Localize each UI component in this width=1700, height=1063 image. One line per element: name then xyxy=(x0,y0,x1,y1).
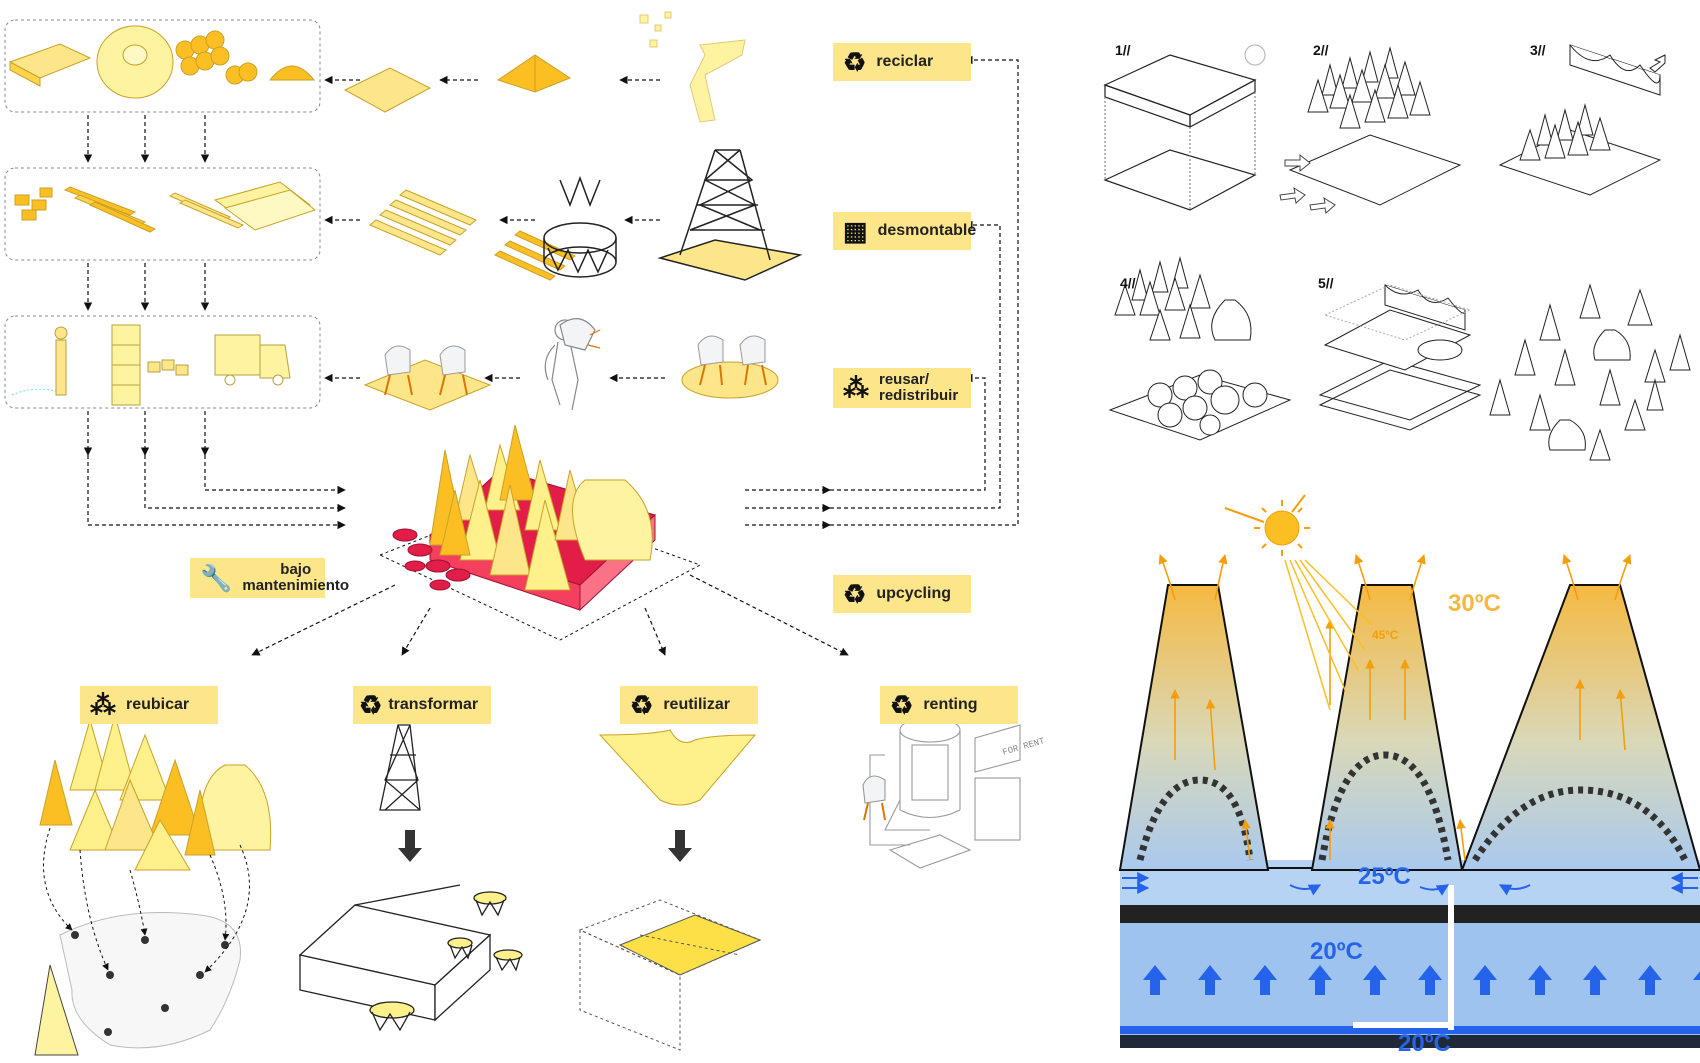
flow-arrows-distribution xyxy=(251,574,849,656)
step-number-5: 5// xyxy=(1318,275,1334,291)
tag-reusar: ⁂ reusar/ redistribuir xyxy=(833,368,971,408)
shredded-cone-illustration xyxy=(639,11,746,123)
recycle-icon: ♻ xyxy=(890,690,914,720)
logistics-row3 xyxy=(11,324,291,406)
thermal-section xyxy=(1118,494,1700,1048)
step5-drawing xyxy=(1318,284,1482,431)
down-arrow-reuse xyxy=(668,830,692,862)
chairs-circle-illustration xyxy=(681,335,779,399)
recycle-icon: ♻ xyxy=(843,47,867,77)
chairs-on-mat-illustration xyxy=(363,345,492,411)
person-carrying-chair-illustration xyxy=(544,318,601,411)
tag-reutilizar: ♻ reutilizar xyxy=(620,686,758,724)
tag-bajo-mantenimiento: 🔧 bajo mantenimiento xyxy=(190,558,349,598)
sheet-illustration xyxy=(343,67,432,113)
step5-cones-scattered xyxy=(1489,283,1691,461)
frame-dismantled-illustration xyxy=(543,175,617,278)
scaffold-icon: ▦ xyxy=(843,216,868,246)
step1-drawing xyxy=(1103,44,1266,211)
wrench-icon: 🔧 xyxy=(200,563,233,593)
recycle-icon: ♻ xyxy=(843,579,867,609)
boards-illustration xyxy=(369,189,576,281)
step3-drawing xyxy=(1498,44,1666,196)
relocate-dots-icon: ⁂ xyxy=(90,690,116,720)
process-row-boxes xyxy=(4,19,321,409)
raw-materials-row1 xyxy=(8,25,316,99)
sun-icon xyxy=(1224,494,1373,711)
tag-reubicar: ⁂ reubicar xyxy=(80,686,218,724)
step-number-3: 3// xyxy=(1530,42,1546,58)
recycle-icon: ♻ xyxy=(630,690,654,720)
temp-hot: 45ºC xyxy=(1372,628,1399,642)
renting-illustration xyxy=(862,717,1021,869)
transform-results xyxy=(298,884,523,1032)
reuse-dots-icon: ⁂ xyxy=(843,373,869,403)
temp-mid: 25ºC xyxy=(1358,863,1411,890)
tag-reciclar: ♻ reciclar xyxy=(833,43,971,81)
down-arrow-transform xyxy=(398,830,422,862)
temp-top: 30ºC xyxy=(1448,590,1501,617)
step-number-1: 1// xyxy=(1115,42,1131,58)
transform-frame-cone xyxy=(379,724,421,811)
frame-cone-illustration xyxy=(657,149,803,281)
processed-materials-row2 xyxy=(14,181,317,233)
reuse-box-illustration xyxy=(578,899,762,1051)
relocated-cones-group xyxy=(39,713,272,871)
step4-drawing xyxy=(1108,256,1292,441)
tag-desmontable: ▦ desmontable xyxy=(833,212,976,250)
central-cone-installation xyxy=(378,424,702,641)
tag-transformar: ♻ transformar xyxy=(353,686,491,724)
step-number-2: 2// xyxy=(1313,42,1329,58)
step-number-4: 4// xyxy=(1120,275,1136,291)
step2-drawing xyxy=(1279,46,1462,214)
spain-map-illustration xyxy=(34,827,250,1056)
tag-renting: ♻ renting xyxy=(880,686,1018,724)
temp-low: 20ºC xyxy=(1310,938,1363,965)
cone-pile-illustration xyxy=(496,54,572,93)
tag-upcycling: ♻ upcycling xyxy=(833,575,971,613)
upward-air-arrows xyxy=(1143,965,1700,995)
flow-arrows-horizontal xyxy=(324,75,665,383)
reuse-unrolled-cone xyxy=(598,729,757,806)
recycle-icon: ♻ xyxy=(359,690,383,720)
temp-base: 20ºC xyxy=(1398,1030,1451,1057)
flow-arrows-return xyxy=(745,55,1019,530)
flow-arrows-vertical xyxy=(83,115,346,530)
